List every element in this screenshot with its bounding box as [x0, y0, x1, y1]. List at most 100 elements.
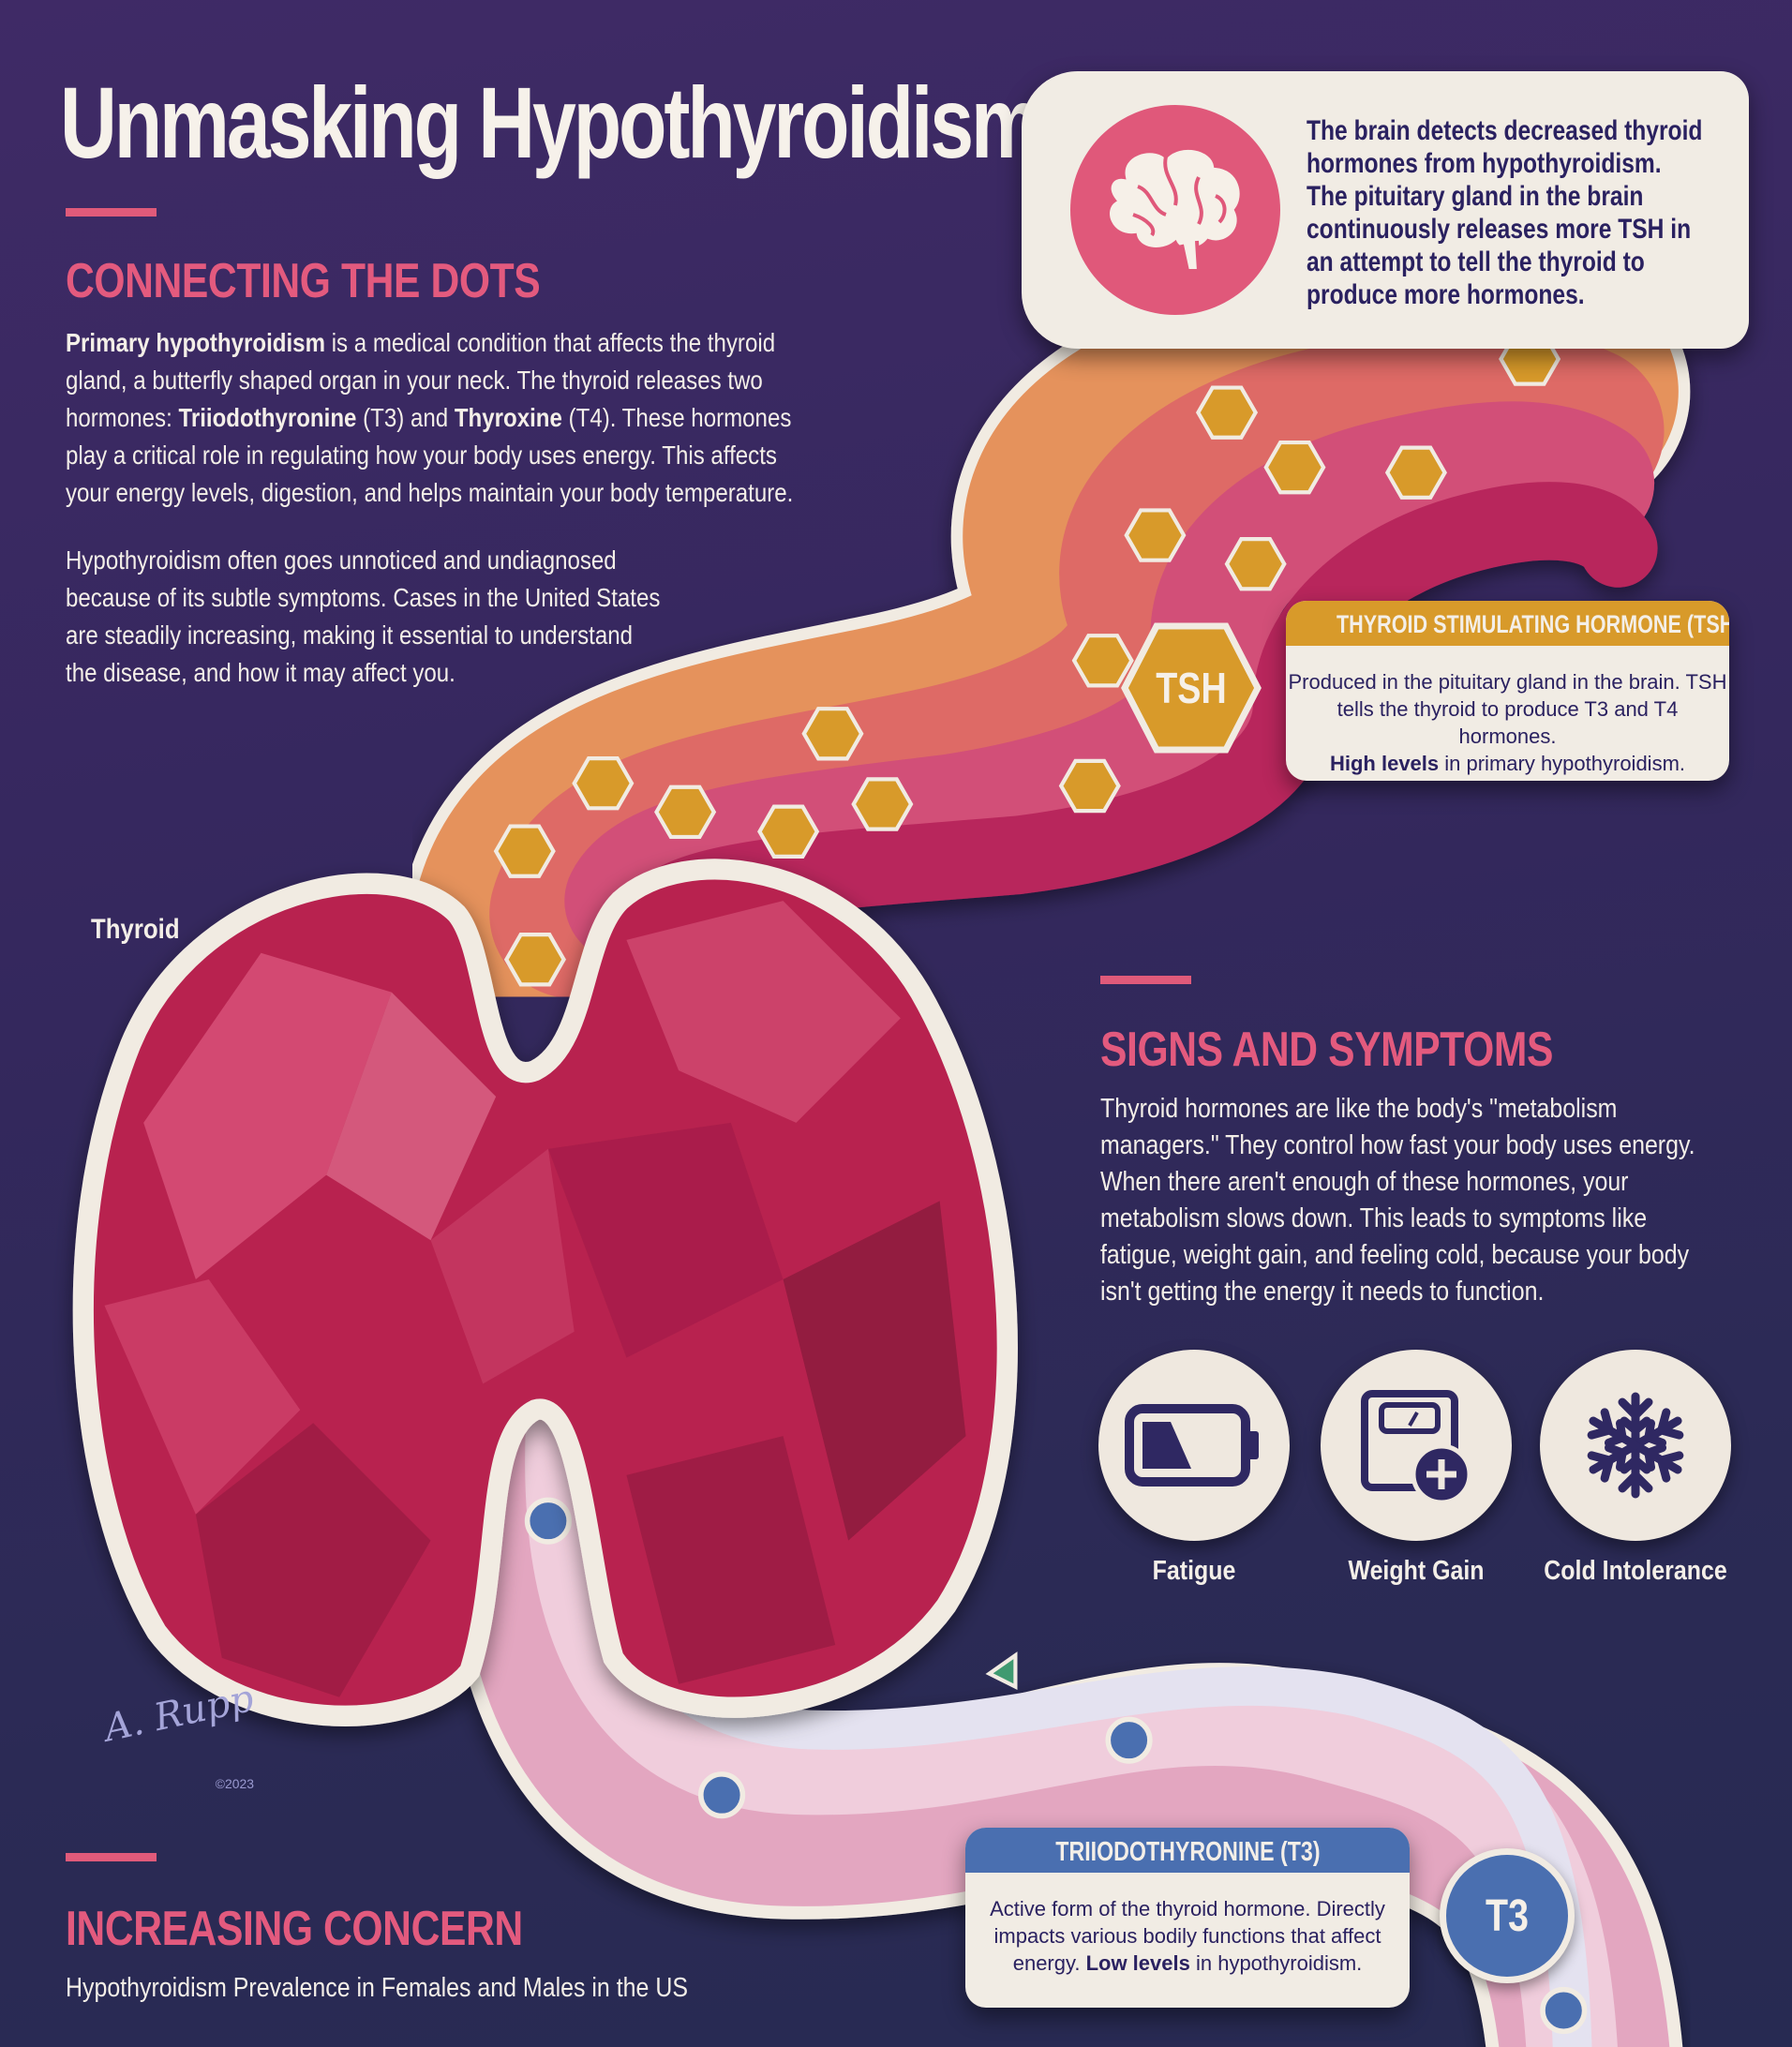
bold-text: Triiodothyronine [178, 403, 357, 432]
tsh-hexagon-badge: TSH [1121, 622, 1262, 754]
text-line: produce more hormones. [1307, 278, 1702, 311]
thyroid-label: Thyroid [91, 914, 180, 945]
text-segment: energy. [1012, 1951, 1086, 1975]
text-line: isn't getting the energy it needs to fun… [1100, 1274, 1695, 1310]
bold-text: Thyroxine [454, 403, 562, 432]
t4-triangle [985, 1651, 1018, 1690]
text-line: Thyroid hormones are like the body's "me… [1100, 1091, 1695, 1128]
text-line: gland, a butterfly shaped organ in your … [66, 362, 793, 399]
text-line: metabolism slows down. This leads to sym… [1100, 1201, 1695, 1237]
connecting-paragraph-2: Hypothyroidism often goes unnoticed and … [66, 542, 660, 692]
tsh-hexagon [801, 707, 864, 761]
tsh-badge-label: TSH [1156, 664, 1226, 711]
text-line: managers." They control how fast your bo… [1100, 1128, 1695, 1164]
t3-dot [1540, 1986, 1588, 2035]
thyroid-gland-illustration [72, 859, 1018, 1726]
tsh-hexagon [1195, 385, 1259, 440]
concern-subtitle: Hypothyroidism Prevalence in Females and… [66, 1973, 688, 2003]
tsh-hexagon [1224, 537, 1287, 591]
text-line: Active form of the thyroid hormone. Dire… [965, 1895, 1410, 1922]
symptom-label-cold-intolerance: Cold Intolerance [1544, 1556, 1727, 1586]
text-segment: in hypothyroidism. [1189, 1951, 1363, 1975]
tsh-hexagon [851, 777, 914, 831]
text-segment: Hypothyroidism often goes unnoticed and … [66, 545, 617, 575]
text-segment: because of its subtle symptoms. Cases in… [66, 583, 661, 612]
text-segment: play a critical role in regulating how y… [66, 441, 777, 470]
t3-card-text: Active form of the thyroid hormone. Dire… [965, 1873, 1410, 1977]
connecting-heading: CONNECTING THE DOTS [66, 254, 541, 308]
tsh-hexagon [503, 933, 567, 987]
text-segment: your energy levels, digestion, and helps… [66, 478, 794, 507]
text-segment: The pituitary gland in the brain [1307, 181, 1644, 212]
text-segment: in primary hypothyroidism. [1439, 752, 1686, 775]
snowflake-icon [1579, 1392, 1692, 1502]
t3-info-card: TRIIODOTHYRONINE (T3) Active form of the… [965, 1828, 1410, 2008]
text-line: impacts various bodily functions that af… [965, 1922, 1410, 1950]
tsh-card-header: THYROID STIMULATING HORMONE (TSH) [1286, 601, 1729, 646]
text-line: Produced in the pituitary gland in the b… [1286, 668, 1729, 695]
text-line: fatigue, weight gain, and feeling cold, … [1100, 1237, 1695, 1274]
text-segment: an attempt to tell the thyroid to [1307, 247, 1645, 277]
text-segment: are steadily increasing, making it essen… [66, 620, 634, 650]
t3-dots [524, 1497, 1588, 2035]
low-battery-icon [1125, 1404, 1259, 1487]
tsh-hexagon [1058, 758, 1121, 814]
bold-text: High levels [1329, 752, 1440, 775]
tsh-hexagon [1071, 634, 1134, 688]
text-line: tells the thyroid to produce T3 and T4 h… [1286, 695, 1729, 750]
text-segment: Thyroid hormones are like the body's "me… [1100, 1094, 1618, 1124]
text-line: your energy levels, digestion, and helps… [66, 474, 793, 512]
scale-plus-icon [1361, 1390, 1472, 1505]
page-title: Unmasking Hypothyroidism [60, 66, 1041, 179]
text-segment: impacts various bodily functions that af… [993, 1924, 1381, 1948]
text-segment: gland, a butterfly shaped organ in your … [66, 366, 763, 395]
section-divider [1100, 976, 1191, 984]
text-segment: is a medical condition that affects the … [325, 328, 776, 357]
text-line: an attempt to tell the thyroid to [1307, 246, 1702, 278]
brain-icon-circle [1070, 105, 1280, 315]
text-line: are steadily increasing, making it essen… [66, 617, 660, 654]
text-segment: When there aren't enough of these hormon… [1100, 1167, 1629, 1197]
signs-paragraph: Thyroid hormones are like the body's "me… [1100, 1091, 1695, 1310]
text-line: play a critical role in regulating how y… [66, 437, 793, 474]
symptom-label-weight-gain: Weight Gain [1348, 1556, 1485, 1586]
t3-dot [524, 1497, 572, 1545]
tsh-hexagon [572, 756, 635, 811]
text-line: Hypothyroidism often goes unnoticed and … [66, 542, 660, 579]
t3-dot [1105, 1716, 1153, 1764]
tsh-hexagon [1124, 508, 1187, 562]
text-line: Primary hypothyroidism is a medical cond… [66, 324, 793, 362]
text-line: High levels in primary hypothyroidism. [1286, 750, 1729, 777]
tsh-card-heading: THYROID STIMULATING HORMONE (TSH) [1336, 610, 1729, 638]
text-segment: produce more hormones. [1307, 279, 1585, 310]
text-segment: metabolism slows down. This leads to sym… [1100, 1203, 1648, 1233]
t3-dot [698, 1771, 746, 1819]
symptom-label-fatigue: Fatigue [1152, 1556, 1236, 1586]
t3-badge-label: T3 [1486, 1890, 1529, 1941]
text-segment: Active form of the thyroid hormone. Dire… [990, 1897, 1385, 1920]
weight-gain-icon-circle [1321, 1350, 1512, 1541]
text-segment: tells the thyroid to produce T3 and T4 h… [1337, 697, 1679, 748]
text-segment: managers." They control how fast your bo… [1100, 1130, 1695, 1160]
text-segment: Produced in the pituitary gland in the b… [1288, 670, 1727, 694]
text-segment: The brain detects decreased thyroid [1307, 115, 1703, 146]
signature-year: ©2023 [216, 1776, 254, 1791]
text-segment: (T3) and [356, 403, 455, 432]
fatigue-icon-circle [1098, 1350, 1290, 1541]
text-segment: the disease, and how it may affect you. [66, 658, 455, 687]
signs-heading: SIGNS AND SYMPTOMS [1100, 1023, 1554, 1077]
text-segment: continuously releases more TSH in [1307, 214, 1692, 245]
bold-text: Primary hypothyroidism [66, 328, 326, 357]
text-line: the disease, and how it may affect you. [66, 654, 660, 692]
text-segment: isn't getting the energy it needs to fun… [1100, 1277, 1545, 1307]
section-divider [66, 208, 157, 217]
tsh-hexagons [493, 332, 1561, 987]
text-line: hormones from hypothyroidism. [1307, 147, 1702, 180]
text-segment: hormones: [66, 403, 179, 432]
tsh-info-card: THYROID STIMULATING HORMONE (TSH) Produc… [1286, 601, 1729, 781]
tsh-hexagon [654, 784, 717, 840]
bold-text: Low levels [1085, 1951, 1190, 1975]
